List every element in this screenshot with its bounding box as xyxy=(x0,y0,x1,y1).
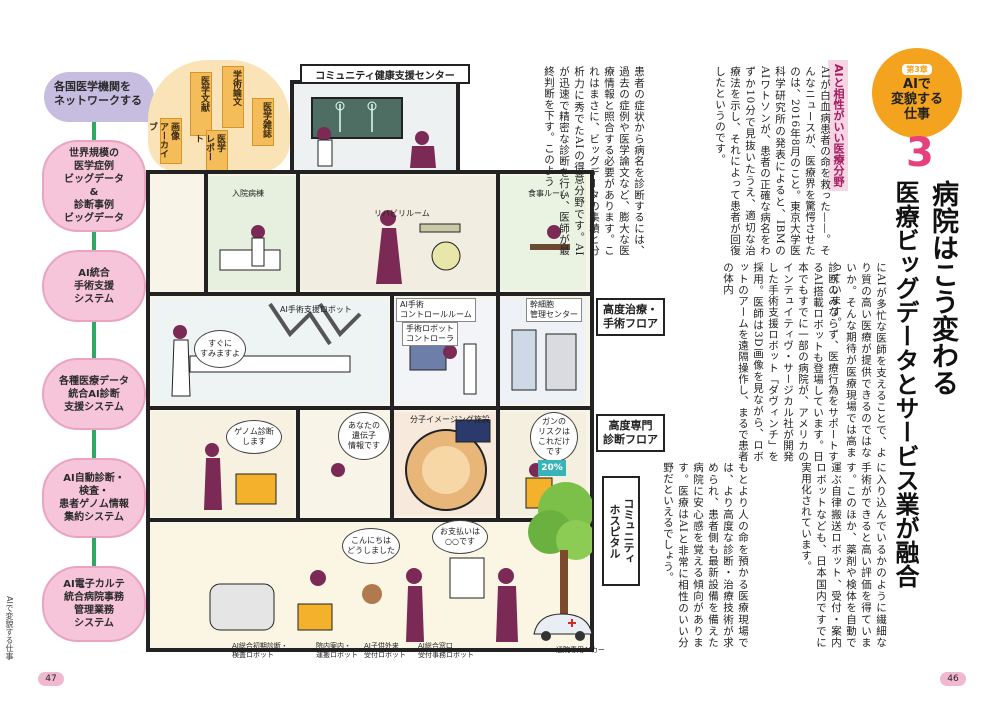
article-column-2a: にAIが多忙な医師を支えることで、より質の高い医療が提供できるのではないか。そん… xyxy=(830,262,887,458)
article-column-2: 診断のみならず、医療行為をサポートするAI搭載ロボットも登場しています。日本でも… xyxy=(722,262,839,462)
network-bubble: 各国医学機関を ネットワークする xyxy=(44,72,154,122)
speech-bubble-cancer-risk: ガンの リスクは これだけ です xyxy=(530,412,578,462)
lecture-illustration xyxy=(311,97,436,168)
building-interior-illustration xyxy=(152,176,586,646)
room-wall xyxy=(204,174,208,292)
page-number-right: 46 xyxy=(940,672,966,686)
room-label-surgery-robot: AI手術支援ロボット xyxy=(280,305,352,314)
floor-sign-community: コミュニティ ホスピタル xyxy=(602,476,640,586)
sidebar-node-label: AI統合 手術支援 システム xyxy=(74,267,114,305)
room-wall xyxy=(496,296,500,406)
room-label-rehab: リハビリルーム xyxy=(374,209,430,218)
ground-label-child-robot: AI子供外来 受付ロボット xyxy=(364,642,406,659)
section-number: 3 xyxy=(906,130,934,176)
room-wall xyxy=(296,410,300,518)
floor-divider xyxy=(146,518,594,522)
community-center-room xyxy=(290,80,460,176)
chapter-title: AIで 変貌する 仕事 xyxy=(890,77,943,122)
headline-secondary: 医療ビッグデータとサービス業が融合 xyxy=(891,180,919,588)
ground-label-diagnosis-robot: AI総合初期診断・ 検査ロボット xyxy=(232,642,288,659)
sidebar-node-label: AI自動診断・ 検査・ 患者ゲノム情報 集約システム xyxy=(59,473,129,523)
room-label-inpatient: 入院病棟 xyxy=(232,189,264,198)
running-head: AIで変貌する仕事 xyxy=(5,596,14,660)
room-wall xyxy=(390,410,394,518)
room-label-dining: 食事ルーム xyxy=(528,189,568,198)
chapter-badge: 第3章 AIで 変貌する 仕事 xyxy=(872,48,962,138)
chapter-label: 第3章 xyxy=(902,64,932,75)
sidebar-node-label: 各種医療データ 統合AI診断 支援システム xyxy=(59,375,129,413)
article-subhead: AIと相性がいい医療分野 xyxy=(828,60,848,191)
ground-label-guide-robot: 院内案内・ 運搬ロボット xyxy=(316,642,358,659)
speech-bubble-sorry: すぐに すみますよ xyxy=(194,330,246,368)
ground-label-counter-robot: AI総合窓口 受付事務ロボット xyxy=(418,642,474,659)
room-label-stem-cell: 幹細胞 管理センター xyxy=(526,298,582,322)
speech-bubble-payment: お支払いは ○○です xyxy=(432,520,488,554)
sidebar-node-genome-system: AI自動診断・ 検査・ 患者ゲノム情報 集約システム xyxy=(42,458,146,538)
article-column-3: に入り込んでいるかのように繊細な手術ができると高い評価を得ています。このほか、薬… xyxy=(800,462,887,648)
sidebar-node-label: 世界規模の 医学症例 ビッグデータ & 診断事例 ビッグデータ xyxy=(64,148,124,224)
speech-bubble-gene: あなたの 遺伝子 情報です xyxy=(338,412,390,460)
tree-illustration xyxy=(528,482,592,614)
floor-divider xyxy=(146,292,594,296)
floor-sign-surgery: 高度治療・ 手術フロア xyxy=(596,298,665,336)
network-bubble-text: 各国医学機関を ネットワークする xyxy=(54,80,142,107)
page-number-left: 47 xyxy=(38,672,64,686)
doc-card-journals: 医学雑誌 xyxy=(252,98,274,146)
speech-bubble-genome: ゲノム診断 します xyxy=(226,420,282,454)
doc-card-papers: 学術論文 xyxy=(222,66,244,128)
article-column-3b: もとより人の命を預かる医療現場では、より高度な診断・治療技術が求められ、患者側も… xyxy=(662,462,749,648)
ground-label-ai-car: 通院専用AIカー xyxy=(556,646,605,654)
sidebar-node-records-system: AI電子カルテ 統合病院事務 管理業務 システム xyxy=(42,566,146,642)
article-column-1: AIが白血病患者の命を救った——。そんなニュースが、医療界を驚愕させたのは、20… xyxy=(714,66,831,256)
room-label-imaging: 分子イメージング施設 xyxy=(410,415,490,424)
community-center-sign: コミュニティ健康支援センター xyxy=(300,64,470,84)
risk-percent-badge: 20% xyxy=(538,460,566,476)
sidebar-node-label: AI電子カルテ 統合病院事務 管理業務 システム xyxy=(63,579,125,629)
room-wall xyxy=(296,174,300,292)
sidebar-node-bigdata: 世界規模の 医学症例 ビッグデータ & 診断事例 ビッグデータ xyxy=(42,140,146,232)
room-wall xyxy=(496,410,500,518)
sidebar-node-surgery-system: AI統合 手術支援 システム xyxy=(42,250,146,322)
doc-card-literature: 医学文献 xyxy=(190,72,212,136)
ai-car-illustration xyxy=(533,613,593,641)
room-wall xyxy=(390,296,394,406)
speech-bubble-hello: こんにちは どうしました xyxy=(342,528,400,564)
floor-sign-diagnosis: 高度専門 診断フロア xyxy=(596,414,665,452)
floor-divider xyxy=(146,406,594,410)
sidebar-node-diagnosis-system: 各種医療データ 統合AI診断 支援システム xyxy=(42,358,146,430)
room-label-control: AI手術 コントロールルーム xyxy=(396,298,476,322)
room-wall xyxy=(496,174,500,292)
room-label-controller: 手術ロボット コントローラ xyxy=(402,322,458,346)
doc-card-reports: 医学 レポート xyxy=(193,130,228,172)
headline-primary: 病院はこう変わる xyxy=(927,180,958,396)
doc-card-image-archive: 画像 アーカイブ xyxy=(147,118,182,164)
article-column-1b: 患者の症状から病名を診断するには、過去の症例や医学論文など、膨大な医療情報と照合… xyxy=(543,66,645,256)
